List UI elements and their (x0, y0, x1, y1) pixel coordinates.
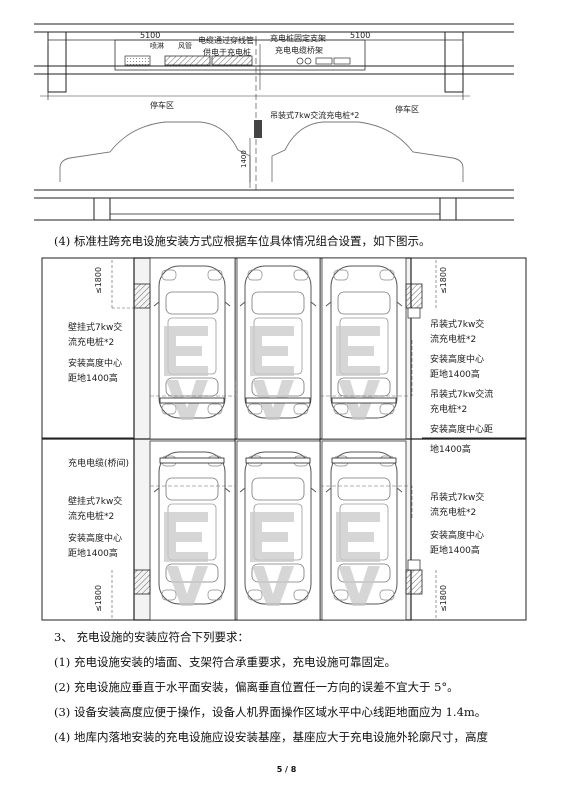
left-label-4a: 壁挂式7kw交 (68, 495, 122, 507)
requirement-2: (2) 充电设施应垂直于水平面安装，偏离垂直位置任一方向的误差不宜大于 5°。 (54, 680, 459, 694)
section-3-heading: 3、 充电设施的安装应符合下列要求： (54, 630, 249, 644)
right-label-2a: 安装高度中心 (430, 353, 484, 365)
right-label-3b: 充电桩*2 (430, 403, 467, 415)
page-number: 5 / 8 (276, 765, 297, 774)
label-parking-right: 停车区 (395, 104, 419, 114)
right-label-6b: 距地1400高 (430, 544, 480, 556)
label-parking-left: 停车区 (150, 100, 174, 110)
left-label-1a: 壁挂式7kw交 (68, 321, 122, 333)
dim-top-left: ≤1800 (94, 267, 103, 294)
label-support-1: 充电桩固定支架 (270, 33, 326, 43)
left-label-3: 充电电缆(桥间) (68, 457, 129, 469)
left-label-2a: 安装高度中心 (68, 357, 122, 369)
label-charger: 吊装式7kw交流充电桩*2 (270, 110, 359, 120)
label-duct: 风管 (178, 41, 192, 50)
section-drawing (34, 23, 514, 221)
right-label-4a: 安装高度中心距 (430, 423, 493, 435)
requirement-3: (3) 设备安装高度应便于操作，设备人机界面操作区域水平中心线距地面应为 1.4… (54, 705, 487, 719)
left-label-5a: 安装高度中心 (68, 532, 122, 544)
dim-right: 5100 (350, 31, 370, 40)
requirement-4: (4) 地库内落地安装的充电设施应设安装基座，基座应大于充电设施外轮廓尺寸，高度 (54, 730, 488, 744)
label-cable-tray-2: 供电于充电桩 (203, 47, 251, 57)
label-cable-tray-1: 电缆通过穿线管 (198, 35, 254, 45)
left-label-4b: 流充电桩*2 (68, 510, 114, 522)
right-label-3a: 吊装式7kw交流 (430, 388, 493, 400)
right-label-2b: 距地1400高 (430, 368, 480, 380)
left-label-5b: 距地1400高 (68, 547, 118, 559)
label-support-2: 充电电缆桥架 (275, 45, 323, 55)
right-label-1a: 吊装式7kw交 (430, 318, 484, 330)
dim-top-right: ≤1800 (439, 267, 448, 294)
dim-bottom-left: ≤1800 (94, 585, 103, 612)
parking-layout-drawing (41, 257, 527, 621)
requirement-1: (1) 充电设施安装的墙面、支架符合承重要求，充电设施可靠固定。 (54, 655, 396, 669)
right-label-1b: 流充电桩*2 (430, 333, 476, 345)
right-label-6a: 安装高度中心 (430, 529, 484, 541)
paragraph-4: (4) 标准柱跨充电设施安装方式应根据车位具体情况组合设置，如下图示。 (54, 234, 431, 248)
left-label-2b: 距地1400高 (68, 372, 118, 384)
label-spray: 喷淋 (150, 41, 164, 50)
right-label-5a: 吊装式7kw交 (430, 491, 484, 503)
right-label-5b: 流充电桩*2 (430, 506, 476, 518)
right-label-4b: 地1400高 (430, 443, 471, 455)
dim-left: 5100 (140, 31, 160, 40)
label-height: 1400 (240, 150, 248, 168)
dim-bottom-right: ≤1800 (439, 585, 448, 612)
left-label-1b: 流充电桩*2 (68, 336, 114, 348)
